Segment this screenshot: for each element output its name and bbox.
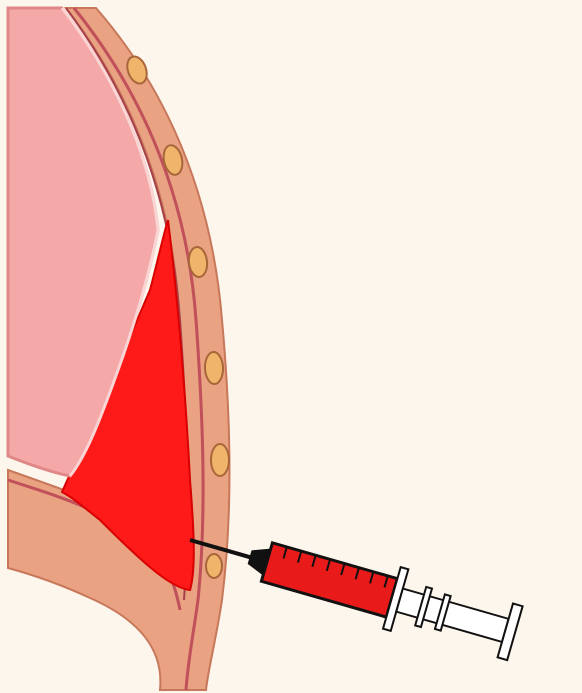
rib	[206, 554, 222, 578]
rib	[204, 352, 223, 385]
rib	[211, 444, 229, 476]
